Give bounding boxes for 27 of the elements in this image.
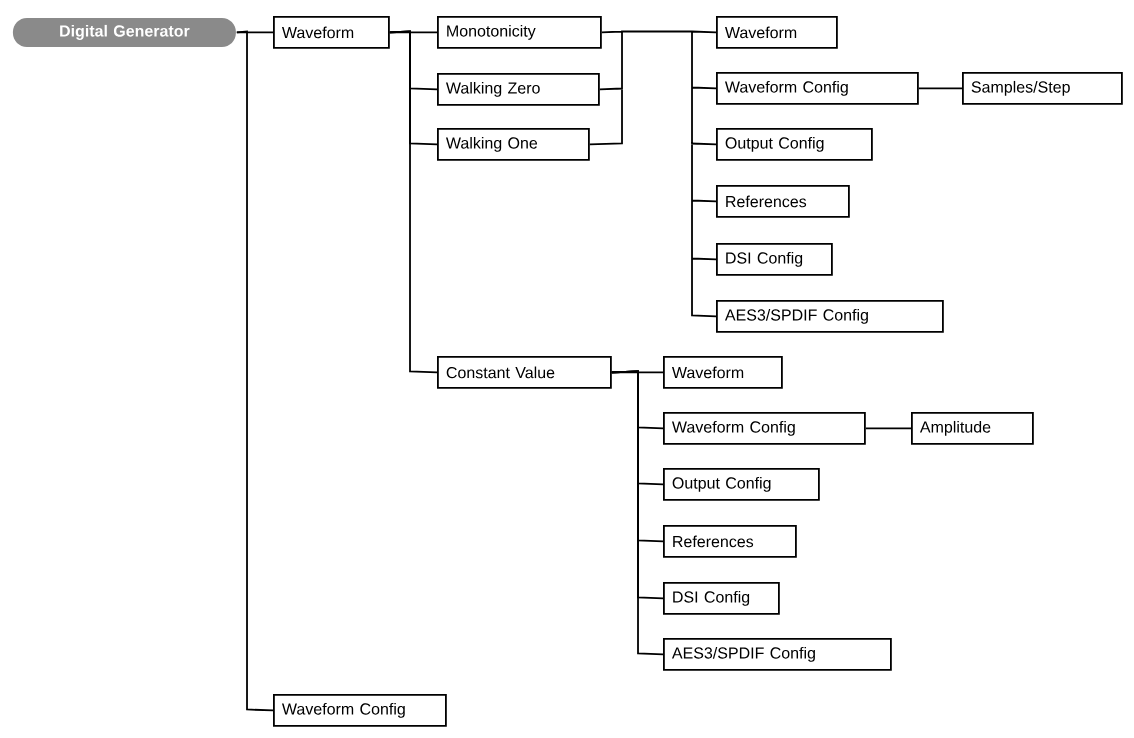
menu-box: AES3/SPDIF Config: [663, 638, 892, 671]
connector-line: [588, 30, 717, 318]
menu-box: DSI Config: [663, 582, 780, 615]
menu-box: References: [663, 525, 797, 558]
menu-box: Monotonicity: [437, 16, 602, 49]
root-pill: Digital Generator: [12, 17, 236, 47]
menu-box: Output Config: [716, 128, 873, 161]
menu-box: Waveform: [273, 16, 390, 49]
menu-box: Waveform Config: [273, 694, 447, 727]
menu-box: Samples/Step: [962, 72, 1123, 105]
connector-line: [864, 427, 912, 430]
menu-box: Amplitude: [911, 412, 1034, 445]
menu-box: Waveform: [716, 16, 838, 49]
menu-box: Constant Value: [437, 356, 612, 389]
connector-line: [917, 87, 963, 90]
connector-line: [235, 30, 274, 712]
menu-box: DSI Config: [716, 243, 833, 276]
menu-box: Waveform Config: [663, 412, 866, 445]
menu-box: Waveform: [663, 356, 783, 389]
connector-line: [610, 370, 664, 656]
menu-box: AES3/SPDIF Config: [716, 300, 944, 333]
menu-box: Walking Zero: [437, 73, 600, 106]
connector-line: [388, 30, 438, 374]
menu-box: Walking One: [437, 128, 590, 161]
menu-box: Waveform Config: [716, 72, 919, 105]
menu-box: References: [716, 185, 850, 218]
menu-box: Output Config: [663, 468, 820, 501]
